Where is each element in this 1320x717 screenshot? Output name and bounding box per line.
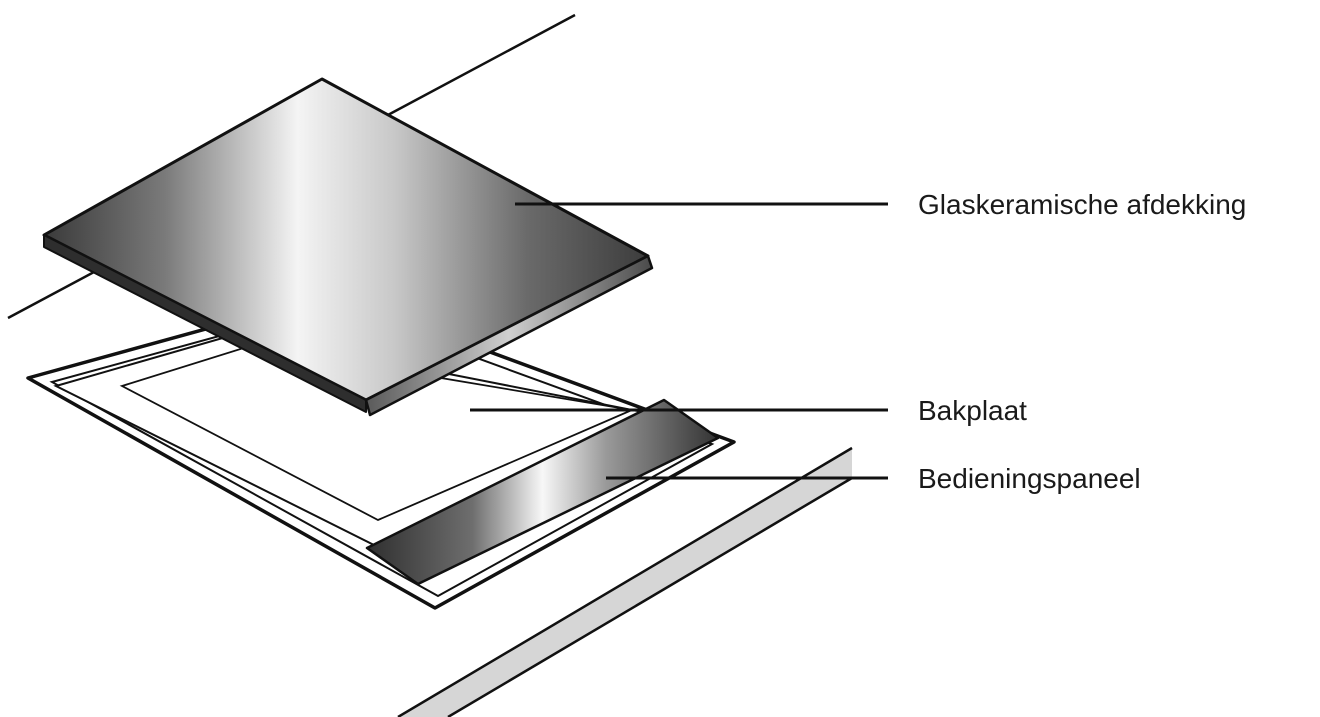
control-panel — [365, 398, 720, 586]
label-control-panel: Bedieningspaneel — [918, 463, 1141, 494]
label-glass-cover: Glaskeramische afdekking — [918, 189, 1246, 220]
countertop-front-line-bottom — [447, 476, 853, 717]
glass-cover-left-edge — [43, 234, 367, 413]
label-baking-tray: Bakplaat — [918, 395, 1027, 426]
glass-cover-right-edge — [364, 254, 654, 417]
countertop-front-line-top — [397, 446, 853, 717]
